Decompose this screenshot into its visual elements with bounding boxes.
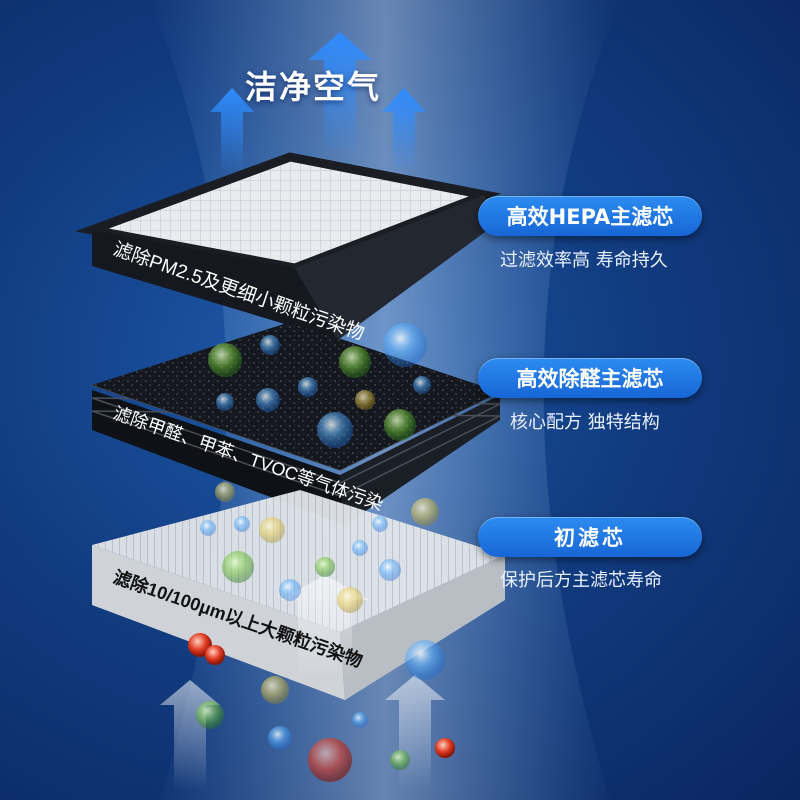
hepa-filter-subtitle: 过滤效率高 寿命持久 [500,250,668,271]
carbon-filter-subtitle: 核心配方 独特结构 [510,412,660,433]
clean-air-heading: 洁净空气 [245,68,382,106]
hepa-filter-label: 高效HEPA主滤芯 [478,196,702,236]
hepa-filter [75,152,502,340]
clean-air-arrows-icon [210,32,426,170]
pollutant-particles [188,323,455,782]
pre-filter-subtitle: 保护后方主滤芯寿命 [500,570,662,591]
carbon-filter-label: 高效除醛主滤芯 [478,358,702,398]
pre-filter-label: 初滤芯 [478,517,702,557]
